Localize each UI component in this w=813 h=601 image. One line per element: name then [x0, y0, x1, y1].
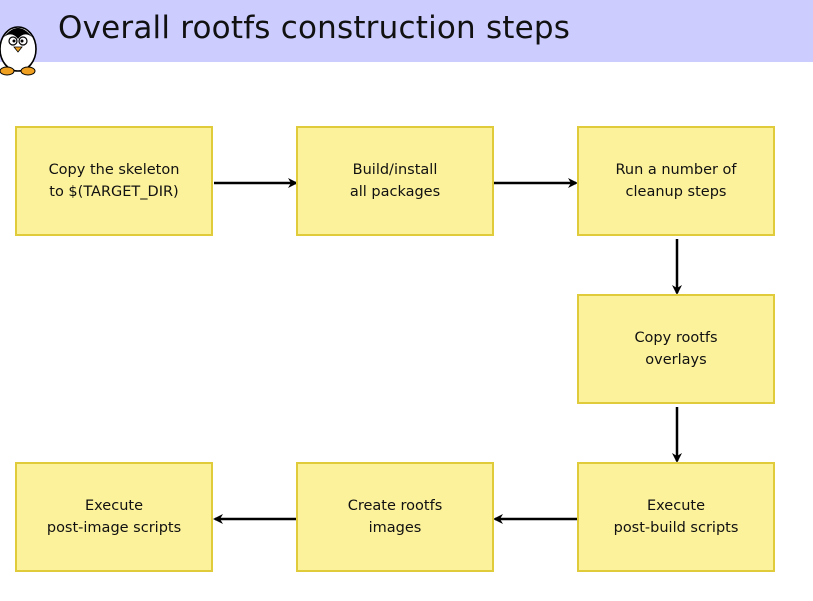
step-line: overlays	[645, 352, 707, 368]
step-post-image-scripts: Execute post-image scripts	[15, 462, 213, 572]
step-build-packages: Build/install all packages	[296, 126, 494, 236]
step-line: post-image scripts	[46, 520, 182, 536]
penguin-icon	[0, 26, 37, 76]
step-line: Copy rootfs	[634, 330, 718, 346]
step-create-images: Create rootfs images	[296, 462, 494, 572]
step-line: Copy the skeleton	[48, 162, 180, 178]
step-copy-skeleton: Copy the skeleton to $(TARGET_DIR)	[15, 126, 213, 236]
page-title: Overall rootfs construction steps	[58, 10, 571, 46]
step-line: to $(TARGET_DIR)	[49, 184, 179, 200]
step-line: post-build scripts	[613, 520, 739, 536]
step-post-build-scripts: Execute post-build scripts	[577, 462, 775, 572]
step-line: Build/install	[352, 162, 438, 178]
step-cleanup: Run a number of cleanup steps	[577, 126, 775, 236]
title-bar: Overall rootfs construction steps	[0, 0, 813, 76]
step-line: Execute	[85, 498, 143, 514]
step-line: all packages	[349, 184, 441, 200]
step-line: cleanup steps	[625, 184, 727, 200]
step-line: Create rootfs	[347, 498, 443, 514]
step-rootfs-overlays: Copy rootfs overlays	[577, 294, 775, 404]
step-line: images	[368, 520, 422, 536]
step-line: Execute	[647, 498, 705, 514]
step-line: Run a number of	[615, 162, 737, 178]
